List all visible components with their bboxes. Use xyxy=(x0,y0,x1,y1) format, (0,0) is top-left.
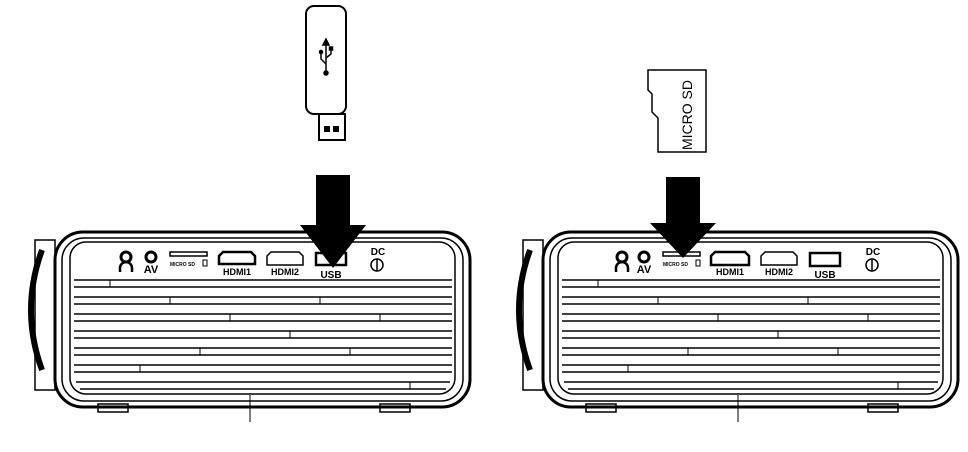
microsd-slot xyxy=(169,251,208,257)
dc-label: DC xyxy=(371,247,385,258)
av-label: AV xyxy=(144,264,159,276)
hdmi1-label: HDMI1 xyxy=(223,267,251,277)
projector-left: AV MICRO SD HDMI1 HDMI2 USB DC xyxy=(31,232,470,422)
insert-arrow-usb xyxy=(300,175,366,268)
hdmi2-label: HDMI2 xyxy=(765,267,793,277)
headphone-icon xyxy=(614,250,630,272)
usb-port xyxy=(808,251,842,268)
av-jack xyxy=(637,250,651,264)
projector-right: AV MICRO SD HDMI1 HDMI2 USB DC xyxy=(519,232,958,422)
usb-symbol-icon xyxy=(318,37,334,76)
usb-label: USB xyxy=(814,270,835,281)
headphone-icon xyxy=(118,250,134,272)
microsd-label: MICRO SD xyxy=(663,262,688,268)
microsd-card: MICRO SD xyxy=(647,69,707,153)
dc-jack-icon xyxy=(370,258,384,272)
av-label: AV xyxy=(637,264,652,276)
microsd-card-label: MICRO SD xyxy=(679,80,695,150)
av-jack xyxy=(144,250,158,264)
hdmi2-port xyxy=(266,251,304,266)
hdmi1-label: HDMI1 xyxy=(716,267,744,277)
hdmi2-port xyxy=(760,251,798,266)
hdmi1-port xyxy=(217,250,257,266)
usb-label: USB xyxy=(320,270,341,281)
hdmi1-port xyxy=(709,250,751,267)
insert-arrow-microsd xyxy=(650,177,716,258)
dc-jack-icon xyxy=(865,258,879,272)
dc-label: DC xyxy=(866,247,880,258)
usb-flash-drive xyxy=(305,5,347,141)
microsd-label: MICRO SD xyxy=(170,262,195,268)
hdmi2-label: HDMI2 xyxy=(271,267,299,277)
